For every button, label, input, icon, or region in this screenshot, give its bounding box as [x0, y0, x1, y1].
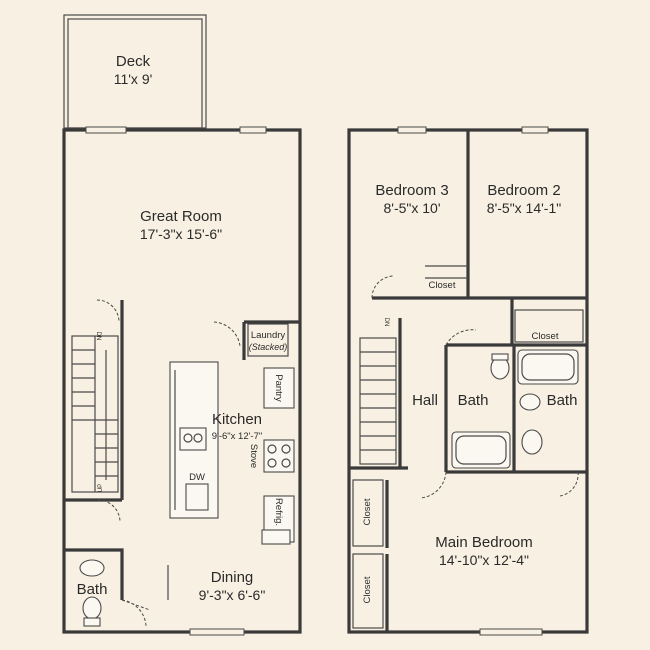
dishwasher-box: [261, 529, 291, 545]
deck-name: Deck: [116, 53, 151, 70]
pantry-label: Pantry: [273, 374, 284, 402]
lower-outer-wall: [62, 128, 302, 634]
laundry-label: Laundry: [251, 330, 286, 341]
closet-br2-label: Closet: [532, 331, 559, 342]
stove: [263, 439, 295, 473]
bedroom3-name: Bedroom 3: [375, 182, 448, 199]
window-dining: [189, 628, 245, 636]
window-bedroom3: [397, 126, 427, 134]
hall-name: Hall: [412, 392, 438, 409]
bedroom3-size: 8'-5"x 10': [383, 200, 440, 216]
bath-master-name: Bath: [547, 392, 578, 409]
stairs-upper: [349, 318, 408, 470]
main-bedroom-name: Main Bedroom: [435, 534, 533, 551]
sink-icon: [79, 559, 105, 577]
window-great-room-2: [239, 126, 267, 134]
dining-name: Dining: [211, 569, 254, 586]
closet-br3-label: Closet: [429, 280, 456, 291]
great-room-name: Great Room: [140, 208, 222, 225]
bath-core: [419, 329, 587, 499]
deck-size: 11'x 9': [114, 71, 153, 87]
dining-size: 9'-3"x 6'-6": [199, 587, 266, 603]
stairs-dn-upper: DN: [383, 318, 389, 327]
window-great-room-1: [85, 126, 127, 134]
kitchen-name: Kitchen: [212, 411, 262, 428]
stairs-dn-lower: DN: [95, 332, 101, 341]
bath-lower: [64, 499, 151, 627]
sink-master-icon: [521, 429, 543, 455]
great-room-size: 17'-3"x 15'-6": [140, 226, 222, 242]
refrig-label: Refrig.: [273, 498, 284, 526]
window-main-bedroom: [479, 628, 543, 636]
toilet-master-icon: [519, 393, 541, 411]
tub-master-icon: [517, 349, 579, 385]
laundry: [213, 320, 300, 360]
laundry-stacked-label: (Stacked): [249, 342, 288, 352]
bath-lower-name: Bath: [77, 581, 108, 598]
deck: [63, 14, 207, 129]
pantry: [263, 367, 295, 409]
stairs-lower: [64, 299, 124, 502]
kitchen-size: 9'-6"x 12'-7": [212, 431, 263, 442]
dw-label: DW: [189, 472, 205, 483]
bedroom2-size: 8'-5"x 14'-1": [487, 200, 561, 216]
bath-hall-name: Bath: [458, 392, 489, 409]
stairs-up-lower: UP: [98, 484, 104, 492]
stove-label: Stove: [248, 444, 259, 468]
bedroom2-name: Bedroom 2: [487, 182, 560, 199]
closet-mb1-label: Closet: [362, 498, 373, 525]
tub-hall-icon: [451, 431, 511, 469]
kitchen-island: [169, 361, 219, 519]
upper-level: DN: [347, 126, 589, 636]
main-bedroom-closets: [352, 479, 389, 632]
main-bedroom-size: 14'-10"x 12'-4": [439, 552, 529, 568]
closet-mb2-label: Closet: [362, 576, 373, 603]
window-bedroom2: [521, 126, 549, 134]
lower-level: DN UP: [62, 14, 302, 636]
upper-outer-wall: [347, 128, 589, 634]
toilet-icon: [82, 596, 102, 620]
